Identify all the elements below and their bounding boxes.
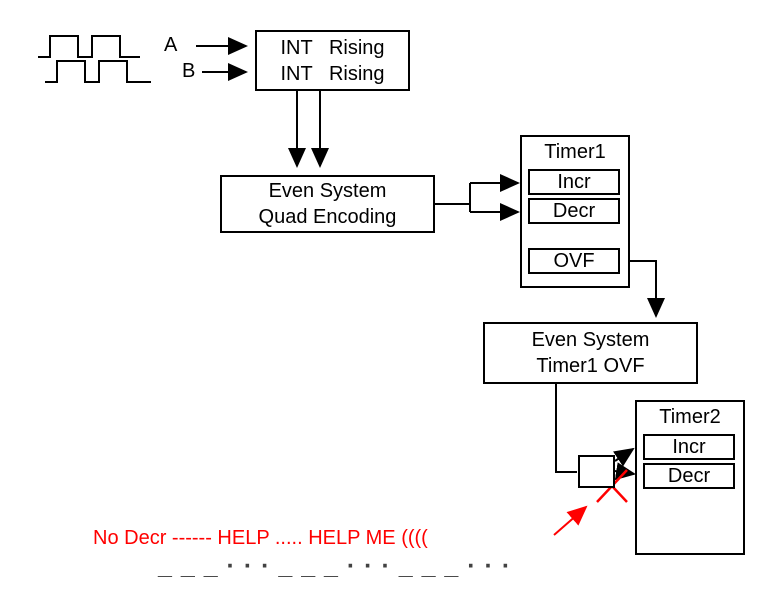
- int-rising-box: INT Rising INT Rising: [255, 30, 410, 91]
- timer1-ovf-event-line1: Even System: [531, 329, 650, 351]
- timer2-title: Timer2: [659, 406, 721, 428]
- timer2-box: Timer2 Incr Decr: [635, 400, 745, 555]
- waveform-a: [38, 35, 140, 58]
- arrow-ovf-to-event: [620, 260, 665, 318]
- timer1-decr-box: Decr: [528, 198, 620, 224]
- red-callout-arrow: [553, 505, 588, 536]
- quad-encoding-line1: Even System: [268, 180, 387, 202]
- quad-encoding-line2: Quad Encoding: [258, 206, 397, 228]
- junction-box: [578, 455, 615, 488]
- timer1-title: Timer1: [544, 141, 606, 163]
- timer1-ovf-box: OVF: [528, 248, 620, 274]
- waveform-b: [45, 60, 151, 83]
- dash-dot-pattern: _ _ _ · · · _ _ _ · · · _ _ _ · · ·: [158, 552, 512, 580]
- int-rising-line-a: INT Rising: [280, 36, 385, 59]
- timer2-decr-box: Decr: [643, 463, 735, 489]
- line-event-to-junction: [555, 384, 577, 473]
- line-quad-out: [435, 183, 471, 212]
- int-rising-line-b: INT Rising: [280, 62, 385, 85]
- arrow-junction-to-incr2: [613, 447, 635, 467]
- timer1-ovf-event-line2: Timer1 OVF: [536, 355, 645, 377]
- timer2-incr-box: Incr: [643, 434, 735, 460]
- timer1-incr-box: Incr: [528, 169, 620, 195]
- timer1-ovf-event-box: Even System Timer1 OVF: [483, 322, 698, 384]
- quad-encoding-box: Even System Quad Encoding: [220, 175, 435, 233]
- signal-b-label: B: [182, 60, 196, 82]
- signal-a-label: A: [164, 34, 178, 56]
- help-error-text: No Decr ------ HELP ..... HELP ME ((((: [93, 527, 428, 549]
- timer1-box: Timer1 Incr Decr OVF: [520, 135, 630, 288]
